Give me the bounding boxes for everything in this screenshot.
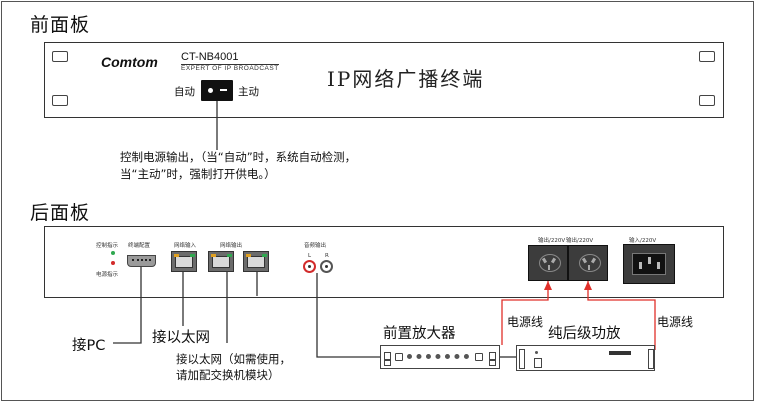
- ctrl-indicator-label: 控制指示: [96, 243, 119, 249]
- network-out-label: 网络输出: [220, 243, 243, 249]
- preamp-label: 前置放大器: [383, 326, 456, 342]
- switch-label-main: 主动: [238, 86, 259, 98]
- power-cord-line-2: [587, 281, 656, 350]
- brand-logo: Comtom: [101, 54, 158, 70]
- network-in-label: 网络输入: [174, 243, 197, 249]
- front-panel-title: 前面板: [30, 14, 91, 36]
- ethernet-switch-label-1: 接以太网（如需使用，: [176, 352, 291, 366]
- poweramp-meter-icon: [609, 351, 631, 355]
- pc-line: [113, 267, 142, 344]
- preamp-device: [380, 345, 500, 369]
- power-indicator-led-icon: [111, 261, 115, 265]
- power-outlet-2-icon: [568, 245, 608, 281]
- power-cord-label-2: 电源线: [657, 315, 694, 329]
- ethernet-switch-label-2: 请加配交换机模块）: [176, 368, 280, 382]
- switch-label-auto: 自动: [174, 86, 195, 98]
- power-cord-label-1: 电源线: [507, 315, 544, 329]
- power-cord-line-1: [501, 281, 549, 345]
- poweramp-device: [516, 345, 655, 371]
- preamp-knobs-icon: [407, 354, 469, 365]
- port-l-label: L: [308, 253, 312, 259]
- serial-pins-icon: [132, 259, 151, 263]
- power-inlet-icon: [623, 244, 675, 284]
- rj45-port-in-icon: [171, 251, 197, 272]
- rj45-port-extra-icon: [243, 251, 269, 272]
- serial-port-icon: [127, 255, 156, 267]
- output2-label: 输出/220V: [566, 238, 594, 244]
- switch-dot-icon: [208, 88, 213, 93]
- pc-label: 接PC: [72, 338, 106, 354]
- port-r-label: R: [325, 253, 329, 259]
- switch-note-line2: 当“主动”时，强制打开供电。）: [120, 167, 276, 181]
- terminal-config-label: 终端配置: [128, 243, 151, 249]
- front-panel: [44, 42, 724, 118]
- front-mount-hole-tl: [52, 51, 68, 62]
- front-mount-hole-br: [699, 95, 715, 106]
- rear-panel: [44, 226, 724, 298]
- switch-note-line1: 控制电源输出，（当“自动”时，系统自动检测，: [120, 150, 357, 164]
- power-outlet-1-icon: [528, 245, 568, 281]
- product-name: IP网络广播终端: [327, 67, 485, 91]
- front-mount-hole-tr: [699, 51, 715, 62]
- poweramp-label: 纯后级功放: [548, 326, 621, 342]
- rca-right-jack-icon: [320, 260, 333, 273]
- audio-line: [316, 273, 380, 358]
- power-indicator-label: 电源指示: [96, 272, 119, 278]
- input-label: 输入/220V: [629, 238, 657, 244]
- model-subtitle: EXPERT OF IP BROADCAST: [181, 64, 279, 72]
- model-number: CT-NB4001: [181, 51, 239, 63]
- ethernet-label: 接以太网: [152, 330, 210, 346]
- power-arrow-1-icon: [544, 281, 552, 290]
- power-arrow-2-icon: [584, 281, 592, 290]
- rear-panel-title: 后面板: [30, 202, 91, 224]
- rj45-port-out-icon: [208, 251, 234, 272]
- audio-out-label: 音频输出: [304, 243, 327, 249]
- front-mount-hole-bl: [52, 95, 68, 106]
- rca-left-jack-icon: [303, 260, 316, 273]
- output1-label: 输出/220V: [538, 238, 566, 244]
- ctrl-indicator-led-icon: [111, 251, 115, 255]
- power-mode-switch: [201, 80, 233, 101]
- switch-dash-icon: [220, 89, 227, 91]
